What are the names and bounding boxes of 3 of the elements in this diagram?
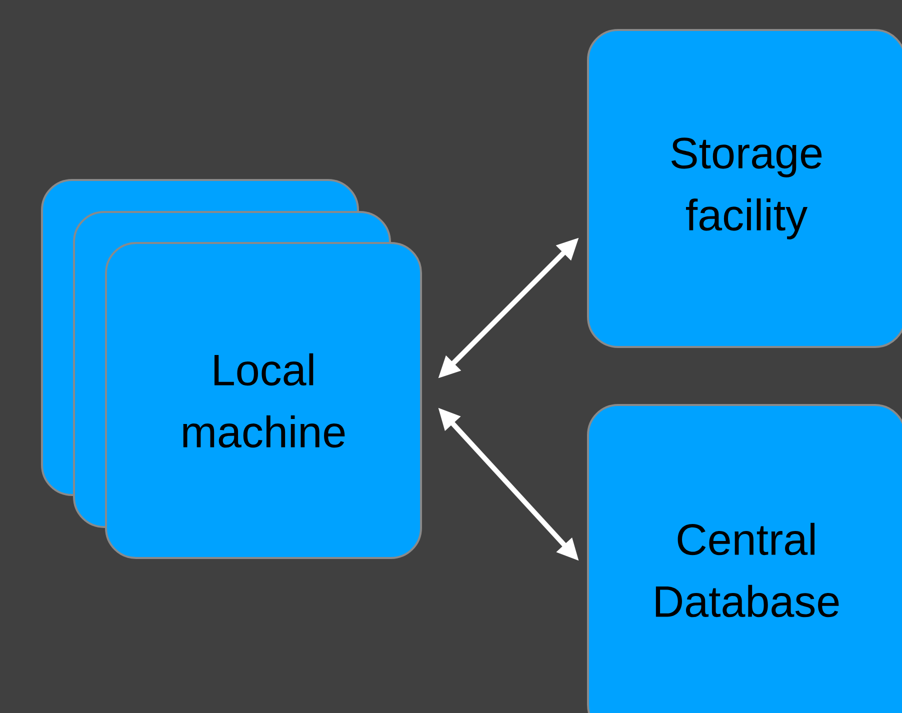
- process-box: Central Database: [587, 404, 902, 713]
- process-box: Storage facility: [587, 29, 902, 348]
- process-box: Local machine: [105, 242, 422, 559]
